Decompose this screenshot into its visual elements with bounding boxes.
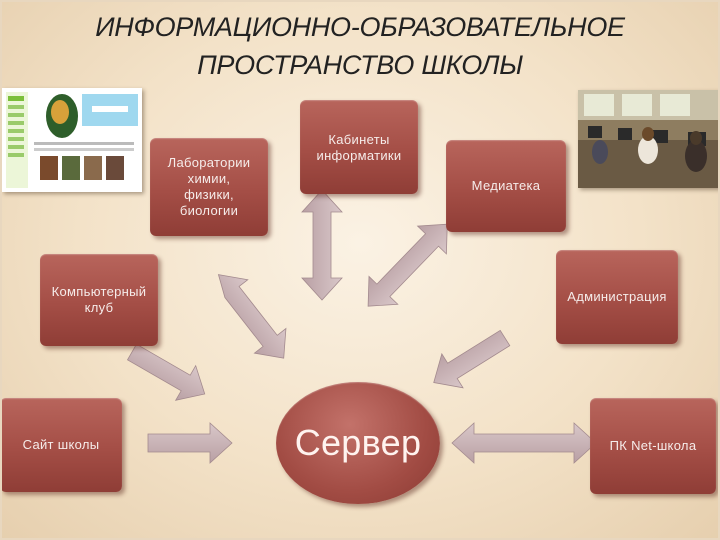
node-netschool: ПК Net-школа bbox=[590, 398, 716, 494]
node-mediateka-label: Медиатека bbox=[472, 178, 541, 194]
arrow-administration bbox=[423, 321, 515, 399]
node-netschool-label: ПК Net-школа bbox=[610, 438, 697, 454]
arrow-informatics bbox=[302, 190, 342, 300]
node-labs-label: Лаборатории химии, физики, биологии bbox=[163, 155, 255, 219]
node-school-site-label: Сайт школы bbox=[23, 437, 100, 453]
node-server-label: Сервер bbox=[295, 423, 422, 463]
arrow-labs bbox=[203, 262, 300, 370]
node-administration-label: Администрация bbox=[567, 289, 666, 305]
node-informatics: Кабинеты информатики bbox=[300, 100, 418, 194]
node-mediateka: Медиатека bbox=[446, 140, 566, 232]
arrow-school-site bbox=[148, 423, 232, 463]
node-server: Сервер bbox=[276, 382, 440, 504]
node-administration: Администрация bbox=[556, 250, 678, 344]
node-labs: Лаборатории химии, физики, биологии bbox=[150, 138, 268, 236]
node-informatics-label: Кабинеты информатики bbox=[311, 132, 407, 164]
arrow-netschool bbox=[452, 423, 596, 463]
arrow-computer-club bbox=[122, 335, 215, 412]
node-computer-club-label: Компьютерный клуб bbox=[44, 284, 154, 316]
node-school-site: Сайт школы bbox=[0, 398, 122, 492]
node-computer-club: Компьютерный клуб bbox=[40, 254, 158, 346]
